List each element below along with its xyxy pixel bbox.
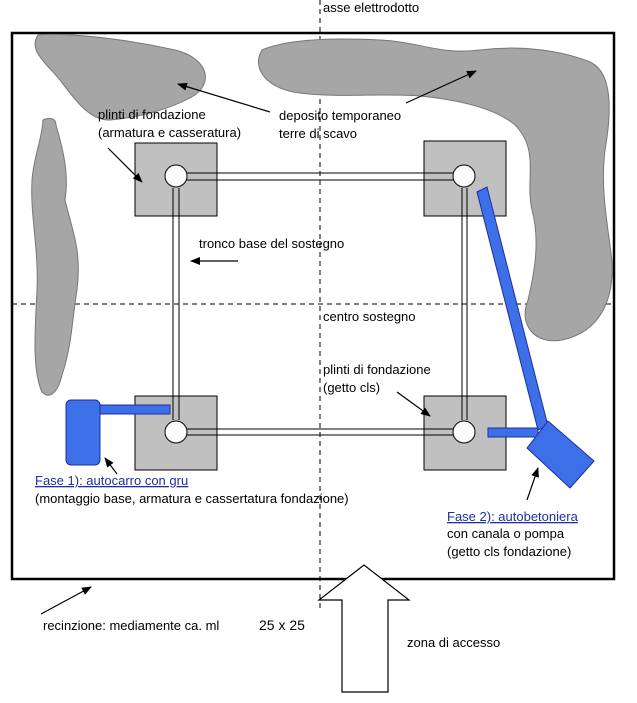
- leader-arrows: [40, 70, 539, 615]
- label-fase1-desc: (montaggio base, armatura e cassertatura…: [35, 491, 349, 506]
- deposit-left: [31, 117, 79, 396]
- leg-top-left: [164, 164, 188, 188]
- label-asse: asse elettrodotto: [323, 0, 419, 15]
- leg-bottom-left: [164, 420, 188, 444]
- label-plinti-top-2: (armatura e casseratura): [98, 125, 241, 140]
- leg-bottom-right: [452, 420, 476, 444]
- leg-top-right: [452, 164, 476, 188]
- access-arrow: [317, 564, 411, 693]
- deposit-top-left: [34, 33, 206, 121]
- label-plinti-bot-1: plinti di fondazione: [323, 362, 431, 377]
- label-plinti-top-1: plinti di fondazione: [98, 107, 206, 122]
- label-plinti-bot-2: (getto cls): [323, 380, 380, 395]
- label-recinzione: recinzione: mediamente ca. ml: [43, 618, 219, 633]
- crane-truck: [65, 399, 171, 466]
- label-fase2-line2: con canala o pompa: [447, 526, 565, 541]
- label-deposito-2: terre di scavo: [279, 126, 357, 141]
- label-deposito-1: deposito temporaneo: [279, 108, 401, 123]
- label-centro: centro sostegno: [323, 309, 416, 324]
- label-fase2-title: Fase 2): autobetoniera: [447, 509, 579, 524]
- label-fase2-line3: (getto cls fondazione): [447, 544, 571, 559]
- concrete-mixer: [476, 186, 595, 489]
- label-dimensioni: 25 x 25: [259, 617, 305, 633]
- label-fase1-title: Fase 1): autocarro con gru: [35, 473, 188, 488]
- tower-base-frame: [172, 172, 468, 436]
- label-accesso: zona di accesso: [407, 635, 500, 650]
- site-fence: [10, 31, 616, 581]
- label-tronco: tronco base del sostegno: [199, 236, 344, 251]
